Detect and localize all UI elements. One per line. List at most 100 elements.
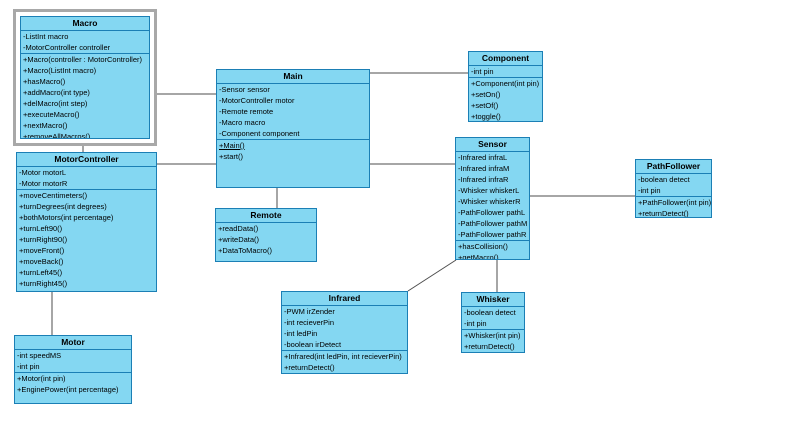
class-title: Component (469, 52, 542, 66)
class-title: Infrared (282, 292, 407, 306)
attribute-row: -int pin (464, 319, 487, 328)
method-row: +nextMacro() (23, 121, 68, 130)
method-row: +Infrared(int ledPin, int recieverPin) (284, 352, 402, 361)
attribute-row: -ListInt macro (23, 32, 69, 41)
connector-sensor-infrared[interactable] (407, 259, 457, 292)
method-row: +start() (219, 152, 243, 161)
method-row: +toggle() (471, 112, 501, 121)
method-row: +hasMacro() (23, 77, 66, 86)
class-title: Remote (216, 209, 316, 223)
attribute-row: -MotorController controller (23, 43, 111, 52)
attribute-row: -Motor motorL (19, 168, 67, 177)
class-title: Sensor (456, 138, 529, 152)
method-row: +turnRight45() (19, 279, 68, 288)
attributes-compartment: -Sensor sensor -MotorController motor -R… (217, 84, 369, 140)
attributes-compartment: -Motor motorL -Motor motorR (17, 167, 156, 190)
method-row: +returnDetect() (464, 342, 515, 351)
attributes-compartment: -boolean detect -int pin (636, 174, 711, 197)
class-box-infrared[interactable]: Infrared -PWM irZender -int recieverPin … (281, 291, 408, 374)
method-row: +moveBack() (19, 257, 64, 266)
attribute-row: -Whisker whiskerL (458, 186, 520, 195)
class-box-motorcontroller[interactable]: MotorController -Motor motorL -Motor mot… (16, 152, 157, 292)
attribute-row: -Component component (219, 129, 300, 138)
attribute-row: -Motor motorR (19, 179, 68, 188)
method-row: +returnDetect() (284, 363, 335, 372)
method-row: +readData() (218, 224, 259, 233)
method-row: +moveFront() (19, 246, 65, 255)
attribute-row: -boolean detect (464, 308, 516, 317)
methods-compartment: +readData() +writeData() +DataToMacro() (216, 223, 316, 256)
attributes-compartment: -boolean detect -int pin (462, 307, 524, 330)
method-row: +bothMotors(int percentage) (19, 213, 114, 222)
method-row: +Macro(controller : MotorController) (23, 55, 142, 64)
method-row: +addMacro(int type) (23, 88, 90, 97)
attribute-row: -PathFollower pathR (458, 230, 527, 239)
method-row: +hasCollision() (458, 242, 508, 251)
method-row: +turnRight90() (19, 235, 68, 244)
attribute-row: -PathFollower pathL (458, 208, 526, 217)
attribute-row: -Infrared infraM (458, 164, 510, 173)
methods-compartment: +Component(int pin) +setOn() +setOf() +t… (469, 78, 542, 121)
attributes-compartment: -ListInt macro -MotorController controll… (21, 31, 149, 54)
attributes-compartment: -int pin (469, 66, 542, 78)
method-row: +Whisker(int pin) (464, 331, 521, 340)
class-title: MotorController (17, 153, 156, 167)
methods-compartment: +Motor(int pin) +EnginePower(int percent… (15, 373, 131, 395)
methods-compartment: +Whisker(int pin) +returnDetect() (462, 330, 524, 352)
attribute-row: -Infrared infraL (458, 153, 508, 162)
attribute-row: -PWM irZender (284, 307, 335, 316)
attribute-row: -int ledPin (284, 329, 318, 338)
attribute-row: -int pin (471, 67, 494, 76)
attribute-row: -boolean irDetect (284, 340, 342, 349)
methods-compartment: +Infrared(int ledPin, int recieverPin) +… (282, 351, 407, 373)
class-title: Whisker (462, 293, 524, 307)
methods-compartment: +PathFollower(int pin) +returnDetect() (636, 197, 711, 218)
attributes-compartment: -int speedMS -int pin (15, 350, 131, 373)
class-title: Main (217, 70, 369, 84)
method-row: +turnLeft90() (19, 224, 63, 233)
attribute-row: -MotorController motor (219, 96, 295, 105)
class-box-macro[interactable]: Macro -ListInt macro -MotorController co… (20, 16, 150, 139)
method-row: +EnginePower(int percentage) (17, 385, 119, 394)
class-box-main[interactable]: Main -Sensor sensor -MotorController mot… (216, 69, 370, 188)
attribute-row: -Infrared infraR (458, 175, 509, 184)
attribute-row: -Sensor sensor (219, 85, 270, 94)
class-box-whisker[interactable]: Whisker -boolean detect -int pin +Whiske… (461, 292, 525, 353)
attribute-row: -boolean detect (638, 175, 690, 184)
attribute-row: -int speedMS (17, 351, 62, 360)
method-row: +executeMacro() (23, 110, 80, 119)
method-row: +DataToMacro() (218, 246, 272, 255)
class-box-remote[interactable]: Remote +readData() +writeData() +DataToM… (215, 208, 317, 262)
class-box-pathfollower[interactable]: PathFollower -boolean detect -int pin +P… (635, 159, 712, 218)
method-row: +turnDegrees(int degrees) (19, 202, 107, 211)
method-row: +PathFollower(int pin) (638, 198, 711, 207)
method-row: +Main() (219, 141, 245, 150)
attribute-row: -Whisker whiskerR (458, 197, 521, 206)
attribute-row: -Macro macro (219, 118, 266, 127)
method-row: +Macro(ListInt macro) (23, 66, 97, 75)
class-box-motor[interactable]: Motor -int speedMS -int pin +Motor(int p… (14, 335, 132, 404)
attribute-row: -Remote remote (219, 107, 274, 116)
method-row: +Motor(int pin) (17, 374, 66, 383)
methods-compartment: +Macro(controller : MotorController) +Ma… (21, 54, 149, 139)
method-row: +getMacro() (458, 253, 499, 260)
methods-compartment: +hasCollision() +getMacro() (456, 241, 529, 260)
methods-compartment: +moveCentimeters() +turnDegrees(int degr… (17, 190, 156, 289)
attribute-row: -int recieverPin (284, 318, 335, 327)
class-title: PathFollower (636, 160, 711, 174)
method-row: +returnDetect() (638, 209, 689, 218)
attributes-compartment: -PWM irZender -int recieverPin -int ledP… (282, 306, 407, 351)
class-box-component[interactable]: Component -int pin +Component(int pin) +… (468, 51, 543, 122)
method-row: +turnLeft45() (19, 268, 63, 277)
method-row: +delMacro(int step) (23, 99, 88, 108)
method-row: +writeData() (218, 235, 260, 244)
attribute-row: -int pin (638, 186, 661, 195)
class-box-sensor[interactable]: Sensor -Infrared infraL -Infrared infraM… (455, 137, 530, 260)
method-row: +removeAllMacros() (23, 132, 91, 139)
method-row: +setOf() (471, 101, 499, 110)
methods-compartment: +Main() +start() (217, 140, 369, 162)
class-title: Motor (15, 336, 131, 350)
attribute-row: -PathFollower pathM (458, 219, 528, 228)
